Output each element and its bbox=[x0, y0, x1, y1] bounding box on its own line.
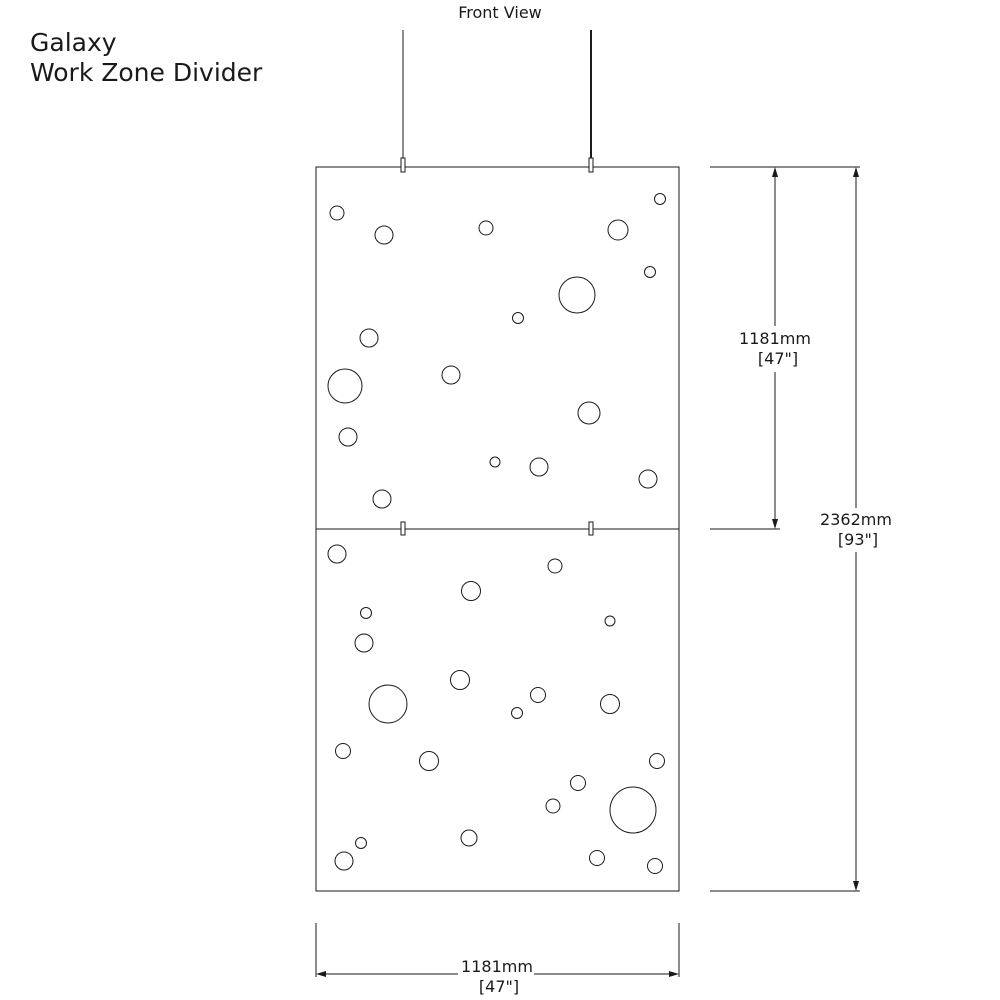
cutout-circle bbox=[570, 775, 586, 791]
width-arrowheads bbox=[316, 971, 679, 977]
cutout-circle bbox=[360, 607, 372, 619]
cutout-circle bbox=[372, 489, 392, 509]
cutout-circle bbox=[600, 694, 620, 714]
cutout-circle bbox=[577, 401, 601, 425]
cutout-circle bbox=[530, 687, 546, 703]
cutout-circle bbox=[529, 457, 549, 477]
lower-panel bbox=[315, 528, 680, 892]
panel-height-imperial: [47"] bbox=[758, 349, 798, 368]
cutout-circle bbox=[604, 615, 616, 627]
cutout-circle bbox=[654, 193, 666, 205]
width-metric: 1181mm bbox=[461, 957, 533, 976]
cutout-circle bbox=[609, 786, 657, 834]
height-arrowheads bbox=[772, 167, 859, 891]
cutout-circle bbox=[545, 798, 561, 814]
total-height-imperial: [93"] bbox=[838, 530, 878, 549]
cutout-circle bbox=[649, 753, 665, 769]
cutout-circle bbox=[607, 219, 629, 241]
cutout-circle bbox=[512, 312, 524, 324]
arrow-down-icon bbox=[853, 881, 859, 891]
cutout-circle bbox=[338, 427, 358, 447]
cutout-circle bbox=[547, 558, 563, 574]
cutout-circle bbox=[460, 829, 478, 847]
cutout-circle bbox=[450, 670, 470, 690]
width-dimension-lines bbox=[315, 923, 680, 977]
cutout-circle bbox=[489, 456, 501, 468]
top-clip-left bbox=[400, 157, 406, 173]
cutout-circle bbox=[441, 365, 461, 385]
cutout-circle bbox=[329, 205, 345, 221]
cutout-circle bbox=[511, 707, 523, 719]
total-height-metric: 2362mm bbox=[820, 510, 892, 529]
height-dimension-lines bbox=[710, 166, 860, 892]
front-view-label: Front View bbox=[458, 3, 542, 22]
cutout-circle bbox=[368, 684, 408, 724]
cutout-circle bbox=[355, 837, 367, 849]
cutout-circle bbox=[478, 220, 494, 236]
product-name: Galaxy bbox=[30, 28, 117, 57]
cutout-circle bbox=[354, 633, 374, 653]
cutout-circle bbox=[374, 225, 394, 245]
upper-panel-cutouts bbox=[327, 193, 666, 509]
drawing-title: Galaxy Work Zone Divider bbox=[30, 28, 262, 88]
arrow-right-icon bbox=[669, 971, 679, 977]
arrow-up-icon bbox=[853, 167, 859, 177]
arrow-down-icon bbox=[772, 519, 778, 529]
cutout-circle bbox=[644, 266, 656, 278]
arrow-left-icon bbox=[316, 971, 326, 977]
cutout-circle bbox=[558, 276, 596, 314]
cutout-circle bbox=[359, 328, 379, 348]
cutout-circle bbox=[327, 544, 347, 564]
cutout-circle bbox=[638, 469, 658, 489]
cutout-circle bbox=[334, 851, 354, 871]
lower-panel-cutouts bbox=[327, 544, 665, 874]
suspension-cables bbox=[402, 30, 592, 158]
upper-panel bbox=[315, 166, 680, 530]
cutout-circle bbox=[335, 743, 351, 759]
top-clip-right bbox=[588, 157, 594, 173]
width-imperial: [47"] bbox=[479, 977, 519, 996]
cutout-circle bbox=[589, 850, 605, 866]
cutout-circle bbox=[419, 751, 439, 771]
arrow-up-icon bbox=[772, 167, 778, 177]
panel-height-metric: 1181mm bbox=[739, 329, 811, 348]
cutout-circle bbox=[461, 581, 481, 601]
joint-clip-left bbox=[400, 521, 406, 536]
cutout-circle bbox=[327, 368, 363, 404]
cutout-circle bbox=[647, 858, 663, 874]
joint-clip-right bbox=[588, 521, 594, 536]
product-subtitle: Work Zone Divider bbox=[30, 58, 263, 87]
